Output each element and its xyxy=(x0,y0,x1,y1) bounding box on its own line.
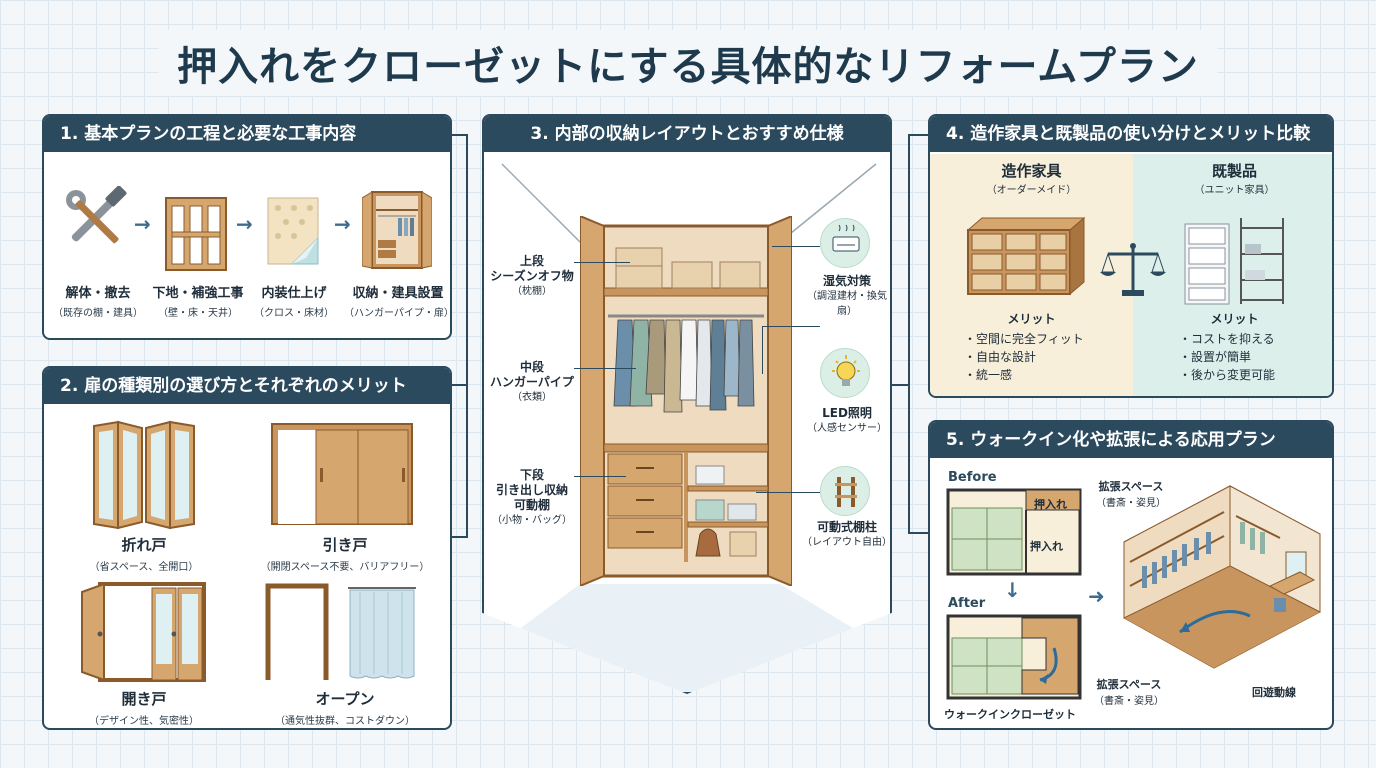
ready-made-merit-list: コストを抑える 設置が簡単 後から変更可能 xyxy=(1179,330,1275,384)
panel-furniture-compare-header: 4. 造作家具と既製品の使い分けとメリット比較 xyxy=(930,116,1332,152)
custom-merit-label: メリット xyxy=(1007,312,1056,326)
label-lower-drawers: 下段 引き出し収納 可動棚 （小物・バッグ） xyxy=(492,468,572,526)
pointer-shelf-rail xyxy=(756,492,820,493)
panel-door-types-header: 2. 扉の種類別の選び方とそれぞれのメリット xyxy=(44,368,450,404)
step-1-label: 解体・撤去 （既存の棚・建具） xyxy=(53,286,143,319)
circulation-tag: 回遊動線 xyxy=(1252,686,1296,699)
door-folding-label: 折れ戸 （省スペース、全開口） xyxy=(89,536,199,573)
panel-door-types: 2. 扉の種類別の選び方とそれぞれのメリット 折れ戸 （省スペース、全開口） xyxy=(42,366,452,730)
before-label: Before xyxy=(948,470,997,485)
label-humidity: 湿気対策 （調湿建材・換気扇） xyxy=(807,274,887,317)
door-open-label: オープン （通気性抜群、コストダウン） xyxy=(275,690,415,727)
label-middle-pipe: 中段 ハンガーパイプ （衣類） xyxy=(490,360,574,403)
ready-made-title: 既製品 （ユニット家具） xyxy=(1194,162,1275,197)
wallpaper-icon xyxy=(266,196,322,268)
custom-shelf-icon xyxy=(966,216,1086,296)
page-title: 押入れをクローゼットにする具体的なリフォームプラン xyxy=(159,30,1217,96)
closet-icon xyxy=(362,188,432,272)
sliding-door-icon xyxy=(270,422,414,526)
panel-storage-layout-header: 3. 内部の収納レイアウトとおすすめ仕様 xyxy=(484,116,890,152)
custom-merit-list: 空間に完全フィット 自由な設計 統一感 xyxy=(964,330,1084,384)
door-hinged-label: 開き戸 （デザイン性、気密性） xyxy=(89,690,199,727)
arrow-right-icon: → xyxy=(236,212,253,236)
custom-furniture-column: 造作家具 （オーダーメイド） メリット 空間に完全フィット 自由な設計 統一感 xyxy=(930,154,1133,396)
panel-walkin-plan-header: 5. ウォークイン化や拡張による応用プラン xyxy=(930,422,1332,458)
ready-made-merit-label: メリット xyxy=(1210,312,1259,326)
panel-basic-plan-header: 1. 基本プランの工程と必要な工事内容 xyxy=(44,116,450,152)
panel-furniture-compare: 4. 造作家具と既製品の使い分けとメリット比較 造作家具 （オーダーメイド） メ… xyxy=(928,114,1334,398)
folding-door-icon xyxy=(90,420,198,532)
page-title-wrap: 押入れをクローゼットにする具体的なリフォームプラン xyxy=(0,30,1376,96)
wrench-hammer-icon xyxy=(62,186,130,254)
arrow-right-icon: ➜ xyxy=(1088,584,1105,608)
panel-basic-plan: 1. 基本プランの工程と必要な工事内容 解体・撤去 （既存の棚・建具） → 下地… xyxy=(42,114,452,340)
after-floorplan xyxy=(946,614,1082,700)
after-label: After xyxy=(948,596,986,611)
arrow-right-icon: → xyxy=(134,212,151,236)
before-floorplan xyxy=(946,488,1082,576)
step-2-label: 下地・補強工事 （壁・床・天井） xyxy=(152,286,244,319)
pointer-lower xyxy=(574,476,626,477)
step-4-label: 収納・建具設置 （ハンガーパイプ・扉） xyxy=(344,286,452,319)
walkin-label: ウォークインクローゼット xyxy=(944,708,1076,721)
label-led: LED照明 （人感センサー） xyxy=(807,406,887,434)
panel-walkin-plan: 5. ウォークイン化や拡張による応用プラン Before 押入れ 押入れ ↓ A… xyxy=(928,420,1334,730)
arrow-down-icon: ↓ xyxy=(1004,578,1021,602)
oshiire-large-label: 押入れ xyxy=(1030,540,1063,553)
ready-made-column: 既製品 （ユニット家具） メリット コストを抑える 設置が簡単 後から変更可能 xyxy=(1133,154,1332,396)
step-3-label: 内装仕上げ （クロス・床材） xyxy=(254,286,334,319)
custom-title: 造作家具 （オーダーメイド） xyxy=(986,162,1077,197)
label-shelf-rail: 可動式棚柱 （レイアウト自由） xyxy=(802,520,892,548)
connector-line-right-mid xyxy=(892,384,910,386)
walkin-isometric xyxy=(1123,485,1321,669)
shelf-rail-icon xyxy=(820,466,870,516)
connector-line-left xyxy=(452,134,468,538)
pointer-humidity xyxy=(772,246,820,247)
connector-line-right xyxy=(908,134,928,534)
pointer-upper xyxy=(574,262,630,263)
connector-line-left-mid xyxy=(452,384,468,386)
expansion-tag-bottom: 拡張スペース （書斎・姿見） xyxy=(1094,678,1164,707)
dehumidifier-icon xyxy=(820,218,870,268)
lightbulb-icon xyxy=(820,348,870,398)
expansion-tag-top: 拡張スペース （書斎・姿見） xyxy=(1096,480,1166,509)
curtain-icon xyxy=(264,582,420,682)
oshiire-small-label: 押入れ xyxy=(1034,498,1067,511)
balance-scale-icon xyxy=(1100,236,1166,302)
door-sliding-label: 引き戸 （開閉スペース不要、バリアフリー） xyxy=(260,536,430,573)
pointer-led xyxy=(762,326,820,374)
arrow-right-icon: → xyxy=(334,212,351,236)
pointer-middle xyxy=(574,368,636,369)
label-upper-shelf: 上段 シーズンオフ物 （枕棚） xyxy=(490,254,574,297)
wood-frame-icon xyxy=(164,196,228,272)
closet-interior xyxy=(580,216,792,586)
ready-made-unit-icon xyxy=(1184,218,1284,305)
hinged-door-icon xyxy=(80,582,212,682)
panel-storage-layout: 3. 内部の収納レイアウトとおすすめ仕様 xyxy=(482,114,892,694)
